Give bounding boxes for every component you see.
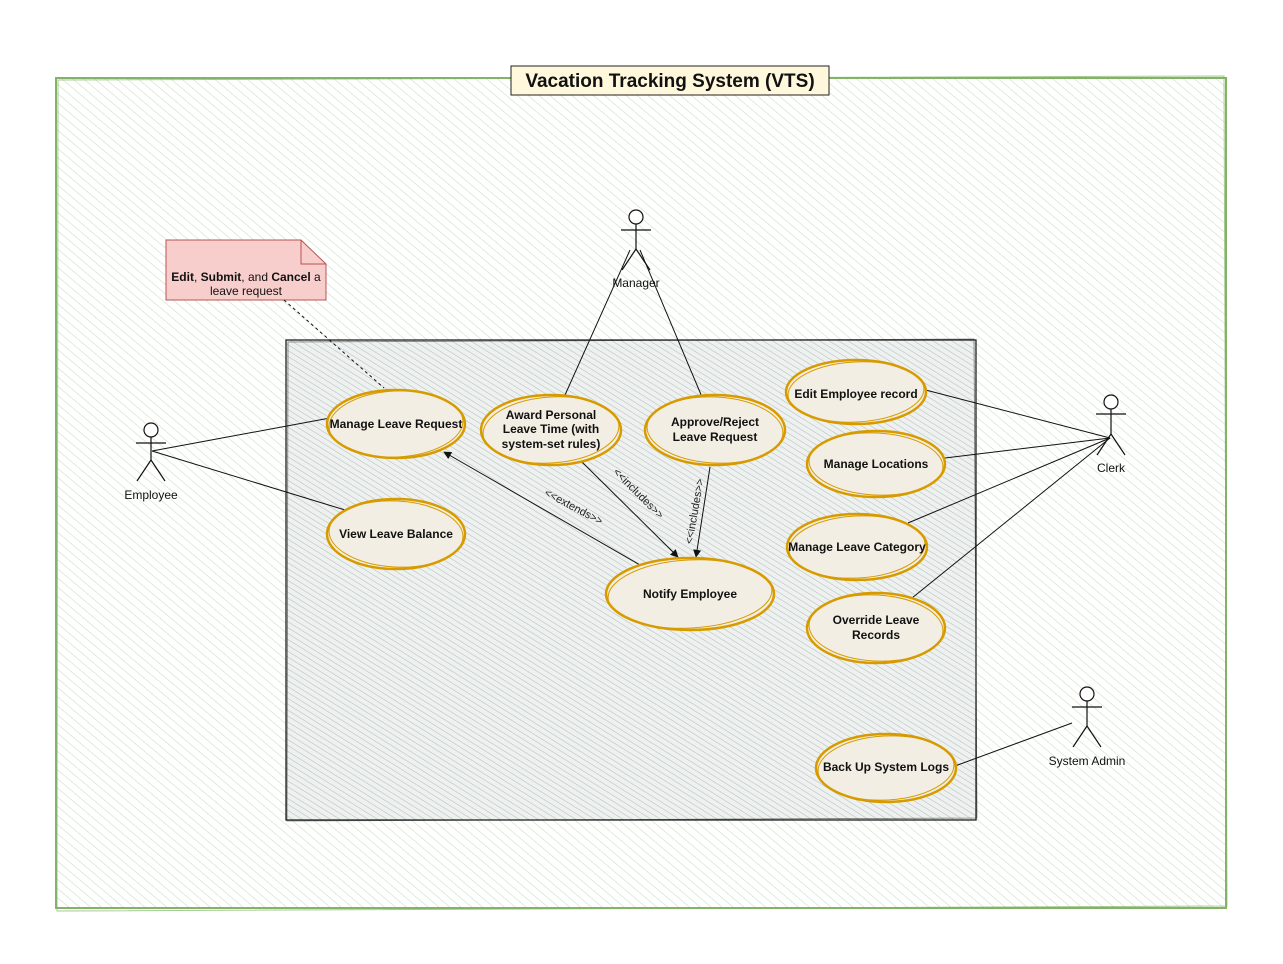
assoc-clerk-edit-employee bbox=[917, 387, 1111, 439]
uc-label: Notify Employee bbox=[643, 587, 737, 601]
uc-label: Manage Locations bbox=[824, 457, 929, 471]
uc-label: View Leave Balance bbox=[339, 527, 453, 541]
assoc-manager-approve bbox=[639, 249, 703, 398]
use-case-manage-leave-category[interactable]: Manage Leave Category bbox=[785, 512, 929, 582]
assoc-employee-view-balance bbox=[151, 450, 346, 511]
actor-employee-label: Employee bbox=[124, 488, 178, 502]
uc-label-line-2: Leave Time (with bbox=[503, 422, 599, 436]
uc-label-line-1: Approve/Reject bbox=[671, 415, 759, 429]
assoc-admin-backup bbox=[954, 722, 1073, 767]
actor-clerk[interactable] bbox=[1096, 394, 1126, 456]
assoc-employee-manage-leave bbox=[151, 417, 331, 452]
assoc-clerk-manage-locations bbox=[944, 437, 1111, 459]
actor-manager[interactable] bbox=[621, 209, 651, 271]
uc-label: Manage Leave Category bbox=[788, 540, 926, 554]
uc-label: Back Up System Logs bbox=[823, 760, 949, 774]
use-case-manage-locations[interactable]: Manage Locations bbox=[805, 429, 947, 499]
associations bbox=[151, 249, 1111, 767]
note: Edit, Submit, and Cancel a leave request bbox=[165, 239, 327, 301]
use-case-back-up-system-logs[interactable]: Back Up System Logs bbox=[814, 732, 958, 804]
note-connector bbox=[283, 299, 385, 389]
use-case-award-personal-leave[interactable]: Award Personal Leave Time (with system-s… bbox=[479, 392, 623, 467]
use-case-approve-reject[interactable]: Approve/Reject Leave Request bbox=[643, 393, 787, 467]
actor-manager-label: Manager bbox=[612, 276, 659, 290]
actor-clerk-label: Clerk bbox=[1097, 461, 1126, 475]
assoc-manager-award bbox=[564, 249, 631, 396]
note-line-1: Edit, Submit, and Cancel a bbox=[171, 270, 321, 284]
includes-approve-arrow bbox=[693, 466, 711, 558]
use-case-override-leave-records[interactable]: Override Leave Records bbox=[805, 591, 947, 665]
actor-system-admin[interactable] bbox=[1072, 686, 1102, 748]
use-case-manage-leave-request[interactable]: Manage Leave Request bbox=[325, 388, 467, 461]
diagram-title: Vacation Tracking System (VTS) bbox=[525, 71, 814, 92]
uc-label-line-1: Award Personal bbox=[506, 408, 596, 422]
assoc-clerk-manage-category bbox=[907, 437, 1111, 524]
includes-award-arrow bbox=[581, 461, 679, 558]
extends-arrow bbox=[443, 451, 641, 566]
uc-label: Edit Employee record bbox=[794, 387, 917, 401]
uc-label: Manage Leave Request bbox=[330, 417, 463, 431]
actor-employee[interactable] bbox=[136, 422, 166, 482]
uc-label-line-1: Override Leave bbox=[833, 613, 920, 627]
note-line-2: leave request bbox=[210, 284, 283, 298]
uc-label-line-3: system-set rules) bbox=[502, 437, 601, 451]
uc-label-line-2: Leave Request bbox=[673, 430, 758, 444]
use-case-edit-employee-record[interactable]: Edit Employee record bbox=[784, 358, 928, 426]
actor-system-admin-label: System Admin bbox=[1049, 754, 1126, 768]
dependencies bbox=[443, 451, 711, 566]
title-box: Vacation Tracking System (VTS) bbox=[510, 65, 830, 96]
assoc-clerk-override bbox=[911, 437, 1111, 599]
use-case-view-leave-balance[interactable]: View Leave Balance bbox=[325, 497, 467, 571]
uc-label-line-2: Records bbox=[852, 628, 900, 642]
use-case-notify-employee[interactable]: Notify Employee bbox=[604, 556, 776, 632]
